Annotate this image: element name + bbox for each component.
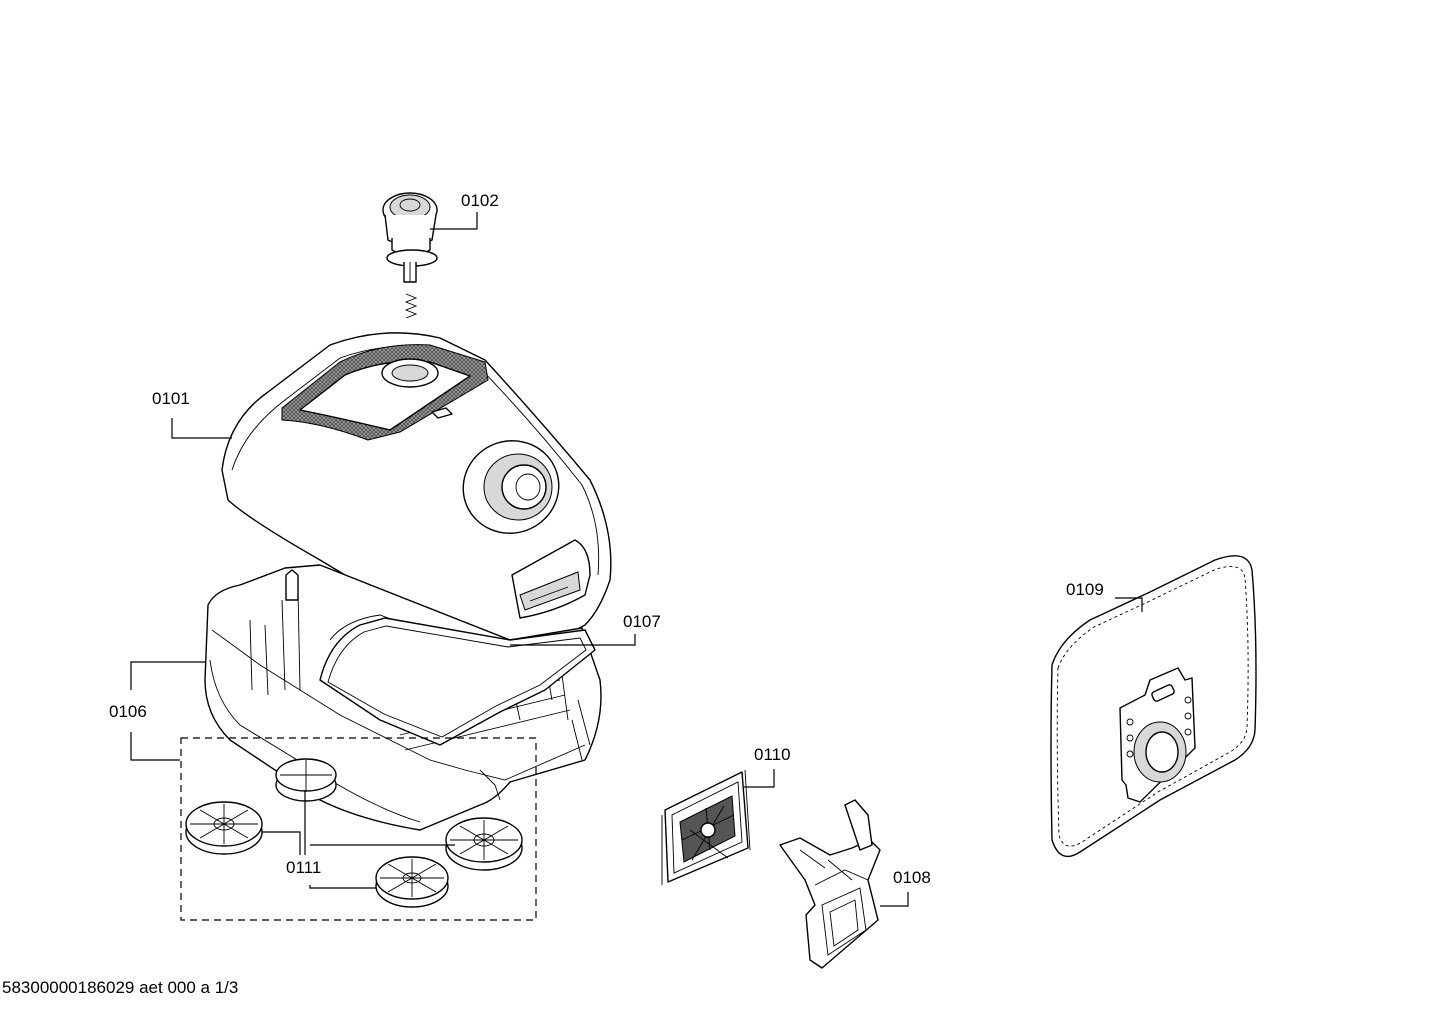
wheel-1 — [185, 801, 263, 855]
part-0102-spring-drawing — [404, 293, 418, 319]
label-0102: 0102 — [461, 191, 499, 210]
document-code: 58300000186029 aet 000 a 1/3 — [2, 978, 239, 997]
wheel-4 — [375, 856, 449, 908]
leader-lines — [130, 212, 1143, 907]
label-0101: 0101 — [152, 389, 190, 408]
label-0110: 0110 — [754, 745, 791, 764]
part-0110-filter-drawing — [661, 769, 751, 885]
label-0111: 0111 — [286, 858, 321, 877]
label-0108: 0108 — [893, 868, 931, 887]
label-0107: 0107 — [623, 612, 661, 631]
label-0109: 0109 — [1066, 580, 1104, 599]
wheel-2 — [275, 758, 337, 802]
part-0102-knob-drawing — [382, 192, 438, 283]
label-0106: 0106 — [109, 702, 147, 721]
part-0111-wheels-drawing — [180, 737, 537, 921]
part-0101-cover-drawing — [221, 332, 612, 643]
wheel-3 — [445, 817, 523, 871]
part-0109-bag-drawing — [1050, 555, 1257, 858]
part-labels: 0102 0101 0107 0106 0111 0110 0108 0109 — [109, 191, 1104, 887]
part-0107-gasket-drawing — [319, 617, 596, 746]
part-0108-holder-drawing — [779, 799, 881, 969]
